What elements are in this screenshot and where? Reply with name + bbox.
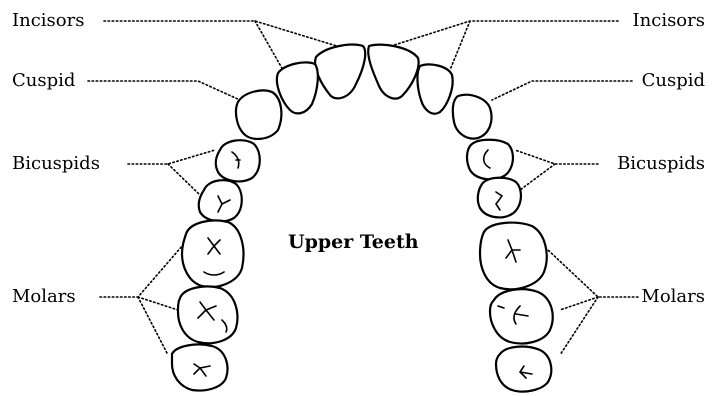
label-left-cuspid: Cuspid (12, 72, 75, 90)
tooth-left-cuspid (236, 90, 281, 138)
label-right-cuspid: Cuspid (642, 72, 705, 90)
tooth-right-first-bicuspid (467, 140, 513, 180)
tooth-left-central-incisor (315, 45, 365, 99)
tooth-left-second-molar (178, 286, 237, 343)
tooth-right-lateral-incisor (417, 64, 452, 113)
diagram-title: Upper Teeth (288, 233, 419, 252)
label-right-incisors: Incisors (633, 12, 705, 30)
label-left-incisors: Incisors (12, 12, 84, 30)
leader-right-molars (548, 250, 638, 355)
tooth-right-cuspid (453, 95, 492, 139)
leader-lines (88, 21, 638, 355)
label-left-molars: Molars (12, 288, 76, 306)
label-left-bicuspids: Bicuspids (12, 155, 100, 173)
leader-right-incisors (388, 21, 618, 70)
leader-left-bicuspids (128, 150, 215, 195)
leader-left-molars (100, 245, 183, 355)
leader-right-cuspid (492, 81, 632, 100)
teeth (172, 45, 553, 392)
label-right-bicuspids: Bicuspids (617, 155, 705, 173)
tooth-left-lateral-incisor (277, 62, 318, 113)
tooth-left-first-molar (182, 221, 243, 288)
label-right-molars: Molars (641, 288, 705, 306)
tooth-right-second-bicuspid (478, 178, 521, 218)
leader-right-bicuspids (515, 150, 598, 190)
tooth-right-second-molar (490, 289, 553, 343)
leader-left-cuspid (88, 81, 240, 100)
tooth-right-central-incisor (368, 45, 418, 99)
tooth-right-third-molar (496, 347, 551, 392)
